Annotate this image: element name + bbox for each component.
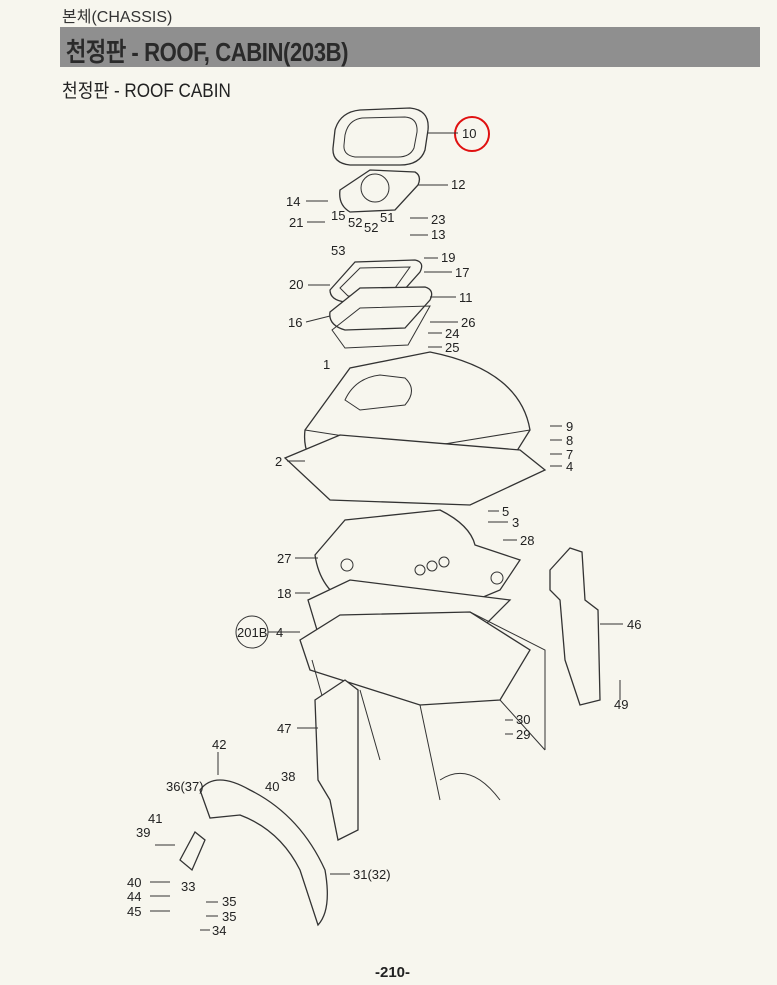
callout-8: 8 xyxy=(566,433,573,448)
callout-39: 39 xyxy=(136,825,150,840)
callout-40a: 40 xyxy=(265,779,279,794)
callout-35a: 35 xyxy=(222,894,236,909)
part-roof-1 xyxy=(283,351,547,506)
callout-15: 15 xyxy=(331,208,345,223)
callout-34: 34 xyxy=(212,923,226,938)
callout-11: 11 xyxy=(459,290,473,305)
callout-18: 18 xyxy=(277,586,291,601)
diagram-subtitle: 천정판 - ROOF CABIN xyxy=(62,81,231,102)
section-label: 본체(CHASSIS) xyxy=(62,9,173,26)
callout-2: 2 xyxy=(275,454,282,469)
page-title: 천정판 - ROOF, CABIN(203B) xyxy=(66,37,349,67)
part-fender-31 xyxy=(179,779,328,927)
callout-28: 28 xyxy=(520,533,534,548)
callout-35b: 35 xyxy=(222,909,236,924)
callout-38: 38 xyxy=(281,769,295,784)
part-frame-12 xyxy=(339,169,421,213)
callout-201b: 201B xyxy=(237,625,267,640)
callout-10: 10 xyxy=(462,126,476,141)
callout-leaders xyxy=(150,132,623,931)
callout-52b: 52 xyxy=(364,220,378,235)
callout-16: 16 xyxy=(288,315,302,330)
callout-21: 21 xyxy=(289,215,303,230)
callout-23: 23 xyxy=(431,212,445,227)
callout-46: 46 xyxy=(627,617,641,632)
part-panel-46 xyxy=(549,547,601,706)
callout-9: 9 xyxy=(566,419,573,434)
title-banner: 천정판 - ROOF, CABIN(203B) xyxy=(60,27,760,67)
part-panel-47 xyxy=(314,679,359,841)
callout-3: 3 xyxy=(512,515,519,530)
callout-49: 49 xyxy=(614,697,628,712)
callout-45: 45 xyxy=(127,904,141,919)
part-cabin-frame-4 xyxy=(299,611,546,801)
callout-4-frame: 4 xyxy=(276,625,283,640)
callout-labels: 10 12 14 21 15 52 52 51 23 13 53 19 17 2… xyxy=(127,126,641,938)
highlight-circle xyxy=(454,116,490,152)
callout-5: 5 xyxy=(502,504,509,519)
callout-25: 25 xyxy=(445,340,459,355)
callout-4: 4 xyxy=(566,459,573,474)
callout-29: 29 xyxy=(516,727,530,742)
callout-1: 1 xyxy=(323,357,330,372)
part-seal-frames xyxy=(329,259,433,349)
callout-41: 41 xyxy=(148,811,162,826)
callout-24: 24 xyxy=(445,326,459,341)
callout-33: 33 xyxy=(181,879,195,894)
callout-31-32: 31(32) xyxy=(353,867,391,882)
callout-30: 30 xyxy=(516,712,530,727)
callout-14: 14 xyxy=(286,194,300,209)
callout-26: 26 xyxy=(461,315,475,330)
callout-47: 47 xyxy=(277,721,291,736)
callout-53: 53 xyxy=(331,243,345,258)
page-number: -210- xyxy=(375,964,410,981)
callout-19: 19 xyxy=(441,250,455,265)
callout-13: 13 xyxy=(431,227,445,242)
callout-17: 17 xyxy=(455,265,469,280)
part-hatch-cover xyxy=(332,107,429,166)
callout-36-37: 36(37) xyxy=(166,779,204,794)
callout-20: 20 xyxy=(289,277,303,292)
callout-7: 7 xyxy=(566,447,573,462)
callout-44: 44 xyxy=(127,889,141,904)
callout-51: 51 xyxy=(380,210,394,225)
callout-27: 27 xyxy=(277,551,291,566)
callout-40b: 40 xyxy=(127,875,141,890)
callout-12: 12 xyxy=(451,177,465,192)
callout-42: 42 xyxy=(212,737,226,752)
callout-52a: 52 xyxy=(348,215,362,230)
